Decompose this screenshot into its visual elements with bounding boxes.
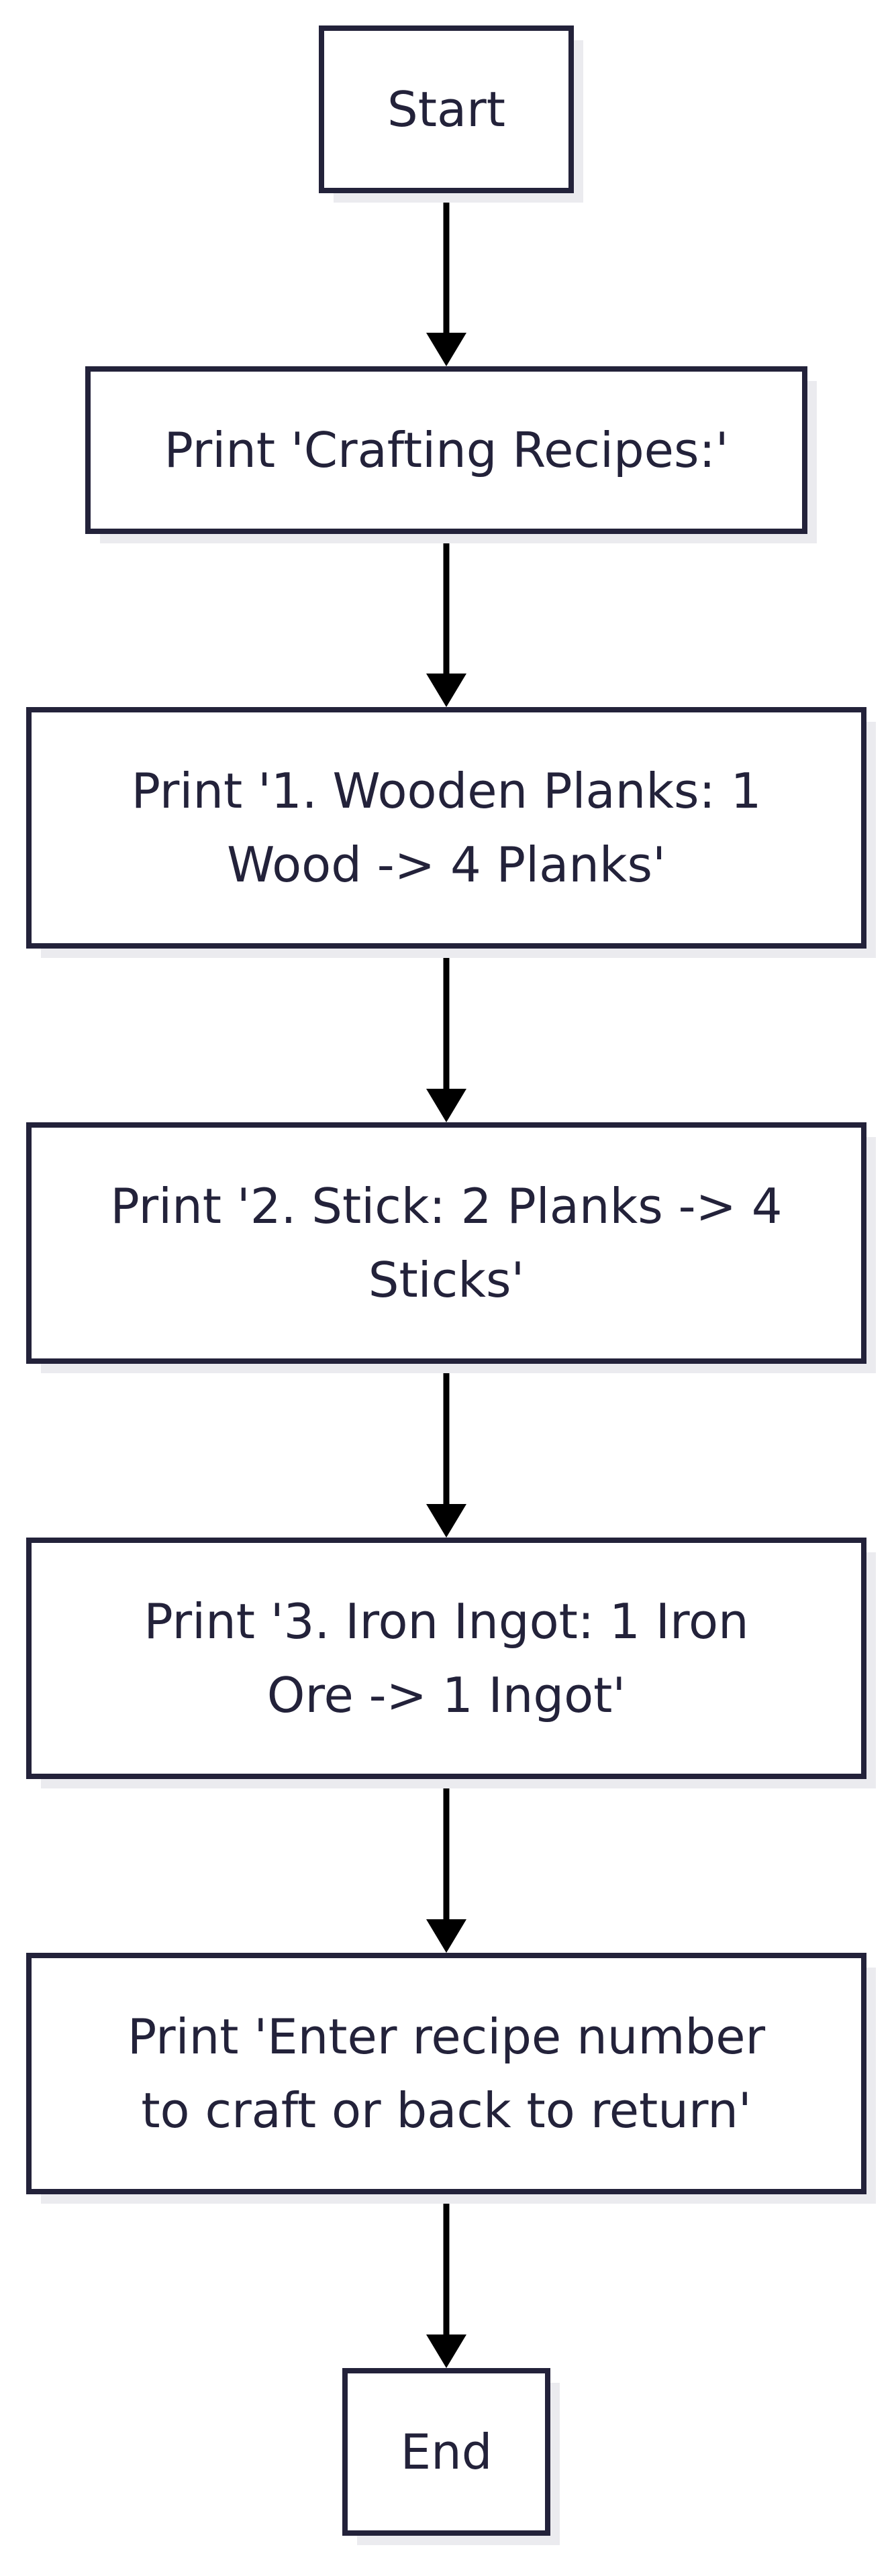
node-box xyxy=(26,1953,866,2194)
edge-print-recipe-3-to-print-enter-recipe xyxy=(426,1779,466,1953)
node-label-line: Sticks' xyxy=(368,1252,525,1308)
edge-print-enter-recipe-to-end xyxy=(426,2194,466,2368)
node-box xyxy=(85,366,807,534)
node-label-line: Wood -> 4 Planks' xyxy=(227,837,666,893)
node-box xyxy=(26,707,866,949)
node-label-line: Print '3. Iron Ingot: 1 Iron xyxy=(144,1593,748,1650)
node-end: End xyxy=(342,2368,560,2545)
arrowhead-icon xyxy=(426,1089,466,1122)
node-label-line: Start xyxy=(387,81,505,138)
node-print-recipe-1: Print '1. Wooden Planks: 1 Wood -> 4 Plan… xyxy=(26,707,876,958)
arrowhead-icon xyxy=(426,674,466,707)
node-box xyxy=(342,2368,550,2536)
node-box xyxy=(26,1538,866,1779)
edges-layer xyxy=(426,193,466,2368)
node-label-line: Print '2. Stick: 2 Planks -> 4 xyxy=(110,1178,782,1234)
node-label-line: Ore -> 1 Ingot' xyxy=(267,1667,626,1723)
arrowhead-icon xyxy=(426,1504,466,1538)
arrowhead-icon xyxy=(426,333,466,366)
arrowhead-icon xyxy=(426,2334,466,2368)
node-label-line: to craft or back to return' xyxy=(141,2082,751,2139)
edge-start-to-print-crafting-recipes xyxy=(426,193,466,366)
node-box xyxy=(319,25,574,193)
node-label-line: Print 'Enter recipe number xyxy=(128,2008,766,2065)
node-print-recipe-2: Print '2. Stick: 2 Planks -> 4 Sticks' xyxy=(26,1122,876,1373)
node-box xyxy=(26,1122,866,1364)
node-print-enter-recipe: Print 'Enter recipe number to craft or ba… xyxy=(26,1953,876,2204)
edge-print-crafting-recipes-to-print-recipe-1 xyxy=(426,534,466,707)
edge-print-recipe-2-to-print-recipe-3 xyxy=(426,1364,466,1538)
node-start: Start xyxy=(319,25,583,203)
node-label-line: End xyxy=(401,2424,493,2480)
edge-print-recipe-1-to-print-recipe-2 xyxy=(426,949,466,1122)
arrowhead-icon xyxy=(426,1919,466,1953)
node-print-crafting-recipes: Print 'Crafting Recipes:' xyxy=(85,366,817,543)
node-label-line: Print 'Crafting Recipes:' xyxy=(164,422,728,478)
node-label-line: Print '1. Wooden Planks: 1 xyxy=(132,763,762,819)
